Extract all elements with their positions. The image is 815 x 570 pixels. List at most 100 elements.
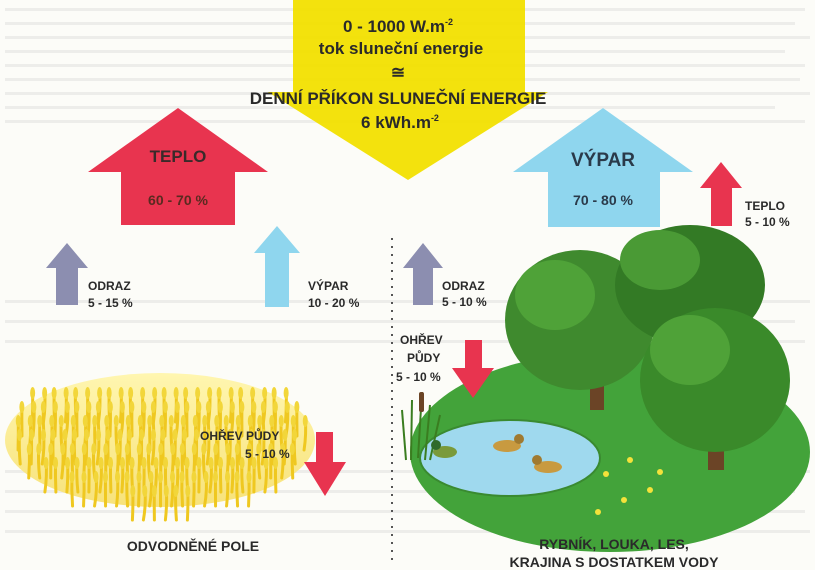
wheat-head xyxy=(246,443,252,455)
wheat-head xyxy=(129,401,135,413)
wheat-head xyxy=(290,415,296,427)
wheat-head xyxy=(208,457,214,469)
wheat-head xyxy=(74,457,80,469)
wheat-head xyxy=(97,387,103,399)
field-soil-heating-value: 5 - 10 % xyxy=(245,447,290,461)
wheat-head xyxy=(40,429,46,441)
wheat-head xyxy=(234,471,240,483)
field-soil-heating-arrow xyxy=(304,432,346,496)
wheat-head xyxy=(195,387,201,399)
wheat-head xyxy=(229,401,235,413)
wheat-head xyxy=(262,387,268,399)
wheat-head xyxy=(256,443,262,455)
wheat-head xyxy=(230,457,236,469)
landscape-soil-heating-label1: OHŘEV xyxy=(400,332,443,347)
wheat-head xyxy=(98,457,104,469)
wheat-head xyxy=(62,429,68,441)
wheat-head xyxy=(158,443,164,455)
field-heat-label: TEPLO xyxy=(150,147,207,166)
wheat-head xyxy=(202,415,208,427)
wheat-head xyxy=(113,415,119,427)
wheat-head xyxy=(193,429,199,441)
solar-input-arrow xyxy=(268,0,548,180)
field-soil-heating-label: OHŘEV PŮDY xyxy=(200,427,279,443)
wheat-head xyxy=(291,429,297,441)
wheat-head xyxy=(168,415,174,427)
field-reflection-value: 5 - 15 % xyxy=(88,296,133,310)
wheat-head xyxy=(196,401,202,413)
landscape-soil-heating-arrow xyxy=(452,340,494,398)
wheat-head xyxy=(247,415,253,427)
wheat-head xyxy=(64,401,70,413)
field-heat-arrow xyxy=(88,108,268,225)
wheat-head xyxy=(81,443,87,455)
wheat-head xyxy=(15,415,21,427)
wheat-head xyxy=(235,415,241,427)
wheat-head xyxy=(272,401,278,413)
wheat-head xyxy=(270,429,276,441)
wheat-head xyxy=(228,387,234,399)
wheat-head xyxy=(31,401,37,413)
landscape-heat-label: TEPLO xyxy=(745,199,785,213)
wheat-head xyxy=(280,443,286,455)
landscape-evaporation-value: 70 - 80 % xyxy=(573,192,633,208)
wheat-head xyxy=(213,443,219,455)
wheat-head xyxy=(175,457,181,469)
wheat-head xyxy=(250,387,256,399)
wheat-head xyxy=(180,415,186,427)
wheat-head xyxy=(294,401,300,413)
landscape-soil-heating-value: 5 - 10 % xyxy=(396,370,441,384)
wheat-head xyxy=(115,443,121,455)
wheat-head xyxy=(30,387,36,399)
wheat-head xyxy=(82,415,88,427)
wheat-head xyxy=(238,387,244,399)
wheat-head xyxy=(260,401,266,413)
wheat-head xyxy=(169,471,175,483)
wheat-head xyxy=(162,401,168,413)
landscape-evaporation-label: VÝPAR xyxy=(571,149,635,171)
wheat-head xyxy=(40,401,46,413)
wheat-head xyxy=(60,443,66,455)
wheat-head xyxy=(58,415,64,427)
wheat-head xyxy=(161,387,167,399)
wheat-head xyxy=(196,457,202,469)
header-line2: tok sluneční energie xyxy=(319,39,483,58)
wheat-head xyxy=(120,457,126,469)
wheat-head xyxy=(119,401,125,413)
wheat-head xyxy=(26,443,32,455)
wheat-head xyxy=(129,457,135,469)
wheat-head xyxy=(150,429,156,441)
wheat-head xyxy=(65,457,71,469)
wheat-head xyxy=(63,387,69,399)
wheat-head xyxy=(284,401,290,413)
wheat-head xyxy=(263,457,269,469)
duck-icon xyxy=(493,434,524,452)
landscape-caption-line2: KRAJINA S DOSTATKEM VODY xyxy=(510,554,720,570)
wheat-head xyxy=(205,401,211,413)
wheat-head xyxy=(181,429,187,441)
wheat-head xyxy=(124,471,130,483)
wheat-head xyxy=(19,401,25,413)
wheat-head xyxy=(251,401,257,413)
wheat-head xyxy=(51,387,57,399)
wheat-head xyxy=(52,401,58,413)
field-evaporation-arrow xyxy=(254,226,300,307)
wheat-head xyxy=(191,443,197,455)
wheat-head xyxy=(205,429,211,441)
wheat-head xyxy=(179,471,185,483)
landscape-soil-heating-label2: PŮDY xyxy=(407,349,440,365)
landscape-evaporation-arrow xyxy=(513,108,693,227)
wheat-head xyxy=(141,457,147,469)
wheat-head xyxy=(224,471,230,483)
wheat-head xyxy=(218,457,224,469)
wheat-head xyxy=(152,387,158,399)
wheat-head xyxy=(282,429,288,441)
wheat-head xyxy=(70,415,76,427)
wheat-head xyxy=(108,457,114,469)
landscape-reflection-label: ODRAZ xyxy=(442,279,485,293)
trees-illustration xyxy=(505,225,790,470)
wheat-head xyxy=(260,429,266,441)
wheat-head xyxy=(74,401,80,413)
wheat-head xyxy=(212,471,218,483)
